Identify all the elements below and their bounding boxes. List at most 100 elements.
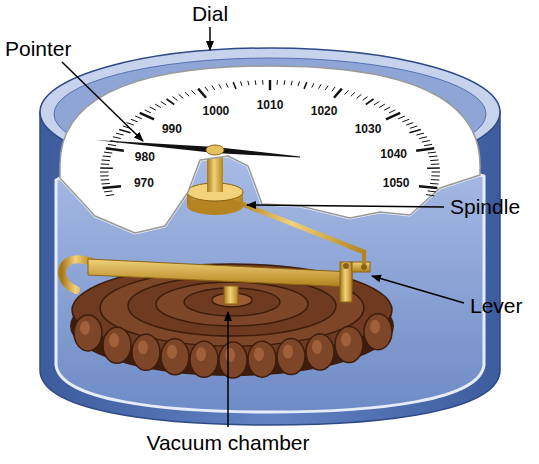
dial-tick: [103, 186, 121, 188]
dial-tick: [116, 133, 124, 135]
dial-tick: [298, 81, 299, 86]
chamber-corrugation: [335, 327, 363, 363]
dial-tick: [104, 152, 112, 154]
dial-tick: [135, 116, 142, 119]
dial-tick: [389, 110, 395, 113]
chamber-highlight: [80, 321, 90, 335]
pointer-needle: [95, 140, 300, 158]
dial-tick: [319, 84, 322, 88]
vacuum-chamber: [156, 282, 308, 326]
dial-tick: [406, 123, 413, 125]
dial-tick: [101, 183, 109, 185]
leader-lines: [372, 276, 464, 303]
chamber-highlight: [225, 348, 235, 362]
chamber-corrugation: [248, 341, 276, 377]
dial-tick: [262, 80, 263, 85]
dial-tick: [167, 99, 175, 104]
dial-tick: [416, 148, 434, 151]
dial-tick: [431, 175, 439, 176]
dial-tick: [113, 137, 121, 139]
dial-number: 990: [162, 123, 182, 137]
dial-tick: [255, 80, 257, 85]
dial-tick: [108, 144, 116, 145]
dial-tick: [277, 80, 278, 85]
dial-tick: [430, 183, 438, 185]
dial-tick: [205, 87, 208, 91]
part-label: Pointer: [5, 37, 72, 61]
dial-tick: [366, 99, 374, 104]
dial-number: 1040: [380, 148, 407, 162]
part-label: Dial: [192, 2, 228, 26]
dial-tick: [185, 92, 189, 96]
dial-tick: [291, 81, 292, 86]
chamber-corrugation: [132, 334, 160, 370]
dial-number: 1030: [355, 123, 382, 137]
dial-tick: [422, 141, 430, 143]
dial-tick: [304, 82, 307, 89]
vacuum-chamber: [74, 314, 392, 378]
dial-tick: [101, 159, 109, 161]
dial-tick: [233, 82, 236, 89]
dial-tick: [345, 90, 349, 94]
dial-tick: [150, 107, 156, 110]
dial-number: 1010: [257, 99, 284, 113]
chamber-highlight: [312, 340, 322, 354]
dial-tick: [312, 83, 314, 87]
leader-lines: [62, 62, 143, 141]
dial-tick: [432, 172, 441, 173]
dial-tick: [198, 89, 206, 98]
dial-tick: [179, 94, 184, 98]
lever: [224, 286, 238, 304]
dial-tick: [101, 163, 109, 164]
dial-tick: [357, 94, 362, 98]
chamber-corrugation: [277, 339, 305, 375]
dial-tick: [334, 89, 342, 98]
chamber-highlight: [109, 333, 119, 347]
dial-number: 1000: [203, 105, 230, 119]
dial-tick: [374, 102, 379, 106]
leader-lines: [62, 27, 464, 427]
dial-tick: [106, 148, 124, 151]
chamber-highlight: [341, 333, 351, 347]
dial-tick: [428, 152, 436, 154]
dial-tick: [419, 137, 427, 139]
dial-tick: [351, 92, 355, 96]
dial-tick: [104, 190, 112, 192]
part-label: Lever: [470, 294, 523, 318]
dial-tick: [284, 80, 286, 85]
dial-tick: [424, 144, 432, 145]
dial-tick: [431, 179, 439, 180]
dial-tick: [427, 167, 440, 169]
chamber-corrugation: [74, 315, 102, 351]
dial-tick: [100, 172, 109, 173]
dial-tick: [101, 179, 109, 180]
leader-lines: [209, 27, 211, 50]
part-label: Vacuum chamber: [146, 431, 309, 455]
leader-lines: [247, 205, 444, 207]
dial-number: 970: [134, 177, 154, 191]
dial-tick: [127, 123, 134, 125]
chamber-highlight: [196, 347, 206, 361]
dial-tick: [226, 83, 228, 87]
dial-tick: [240, 81, 241, 86]
chamber-corrugation: [219, 342, 247, 378]
chamber-corrugation: [161, 339, 189, 375]
leader-lines: [227, 312, 229, 427]
dial-tick: [402, 119, 409, 122]
chamber-highlight: [167, 345, 177, 359]
chamber-highlight: [283, 345, 293, 359]
dial-tick: [140, 113, 154, 120]
chamber-highlight: [370, 320, 380, 334]
part-label: Spindle: [450, 195, 520, 219]
chamber-highlight: [138, 340, 148, 354]
dial-tick: [119, 130, 130, 133]
dial-tick: [363, 97, 368, 101]
chamber-corrugation: [364, 314, 392, 350]
dial-tick: [325, 86, 328, 90]
dial-tick: [100, 167, 113, 169]
dial-tick: [409, 130, 420, 133]
dial-tick: [212, 86, 215, 90]
dial-tick: [428, 190, 436, 192]
pointer-cap: [206, 145, 224, 155]
